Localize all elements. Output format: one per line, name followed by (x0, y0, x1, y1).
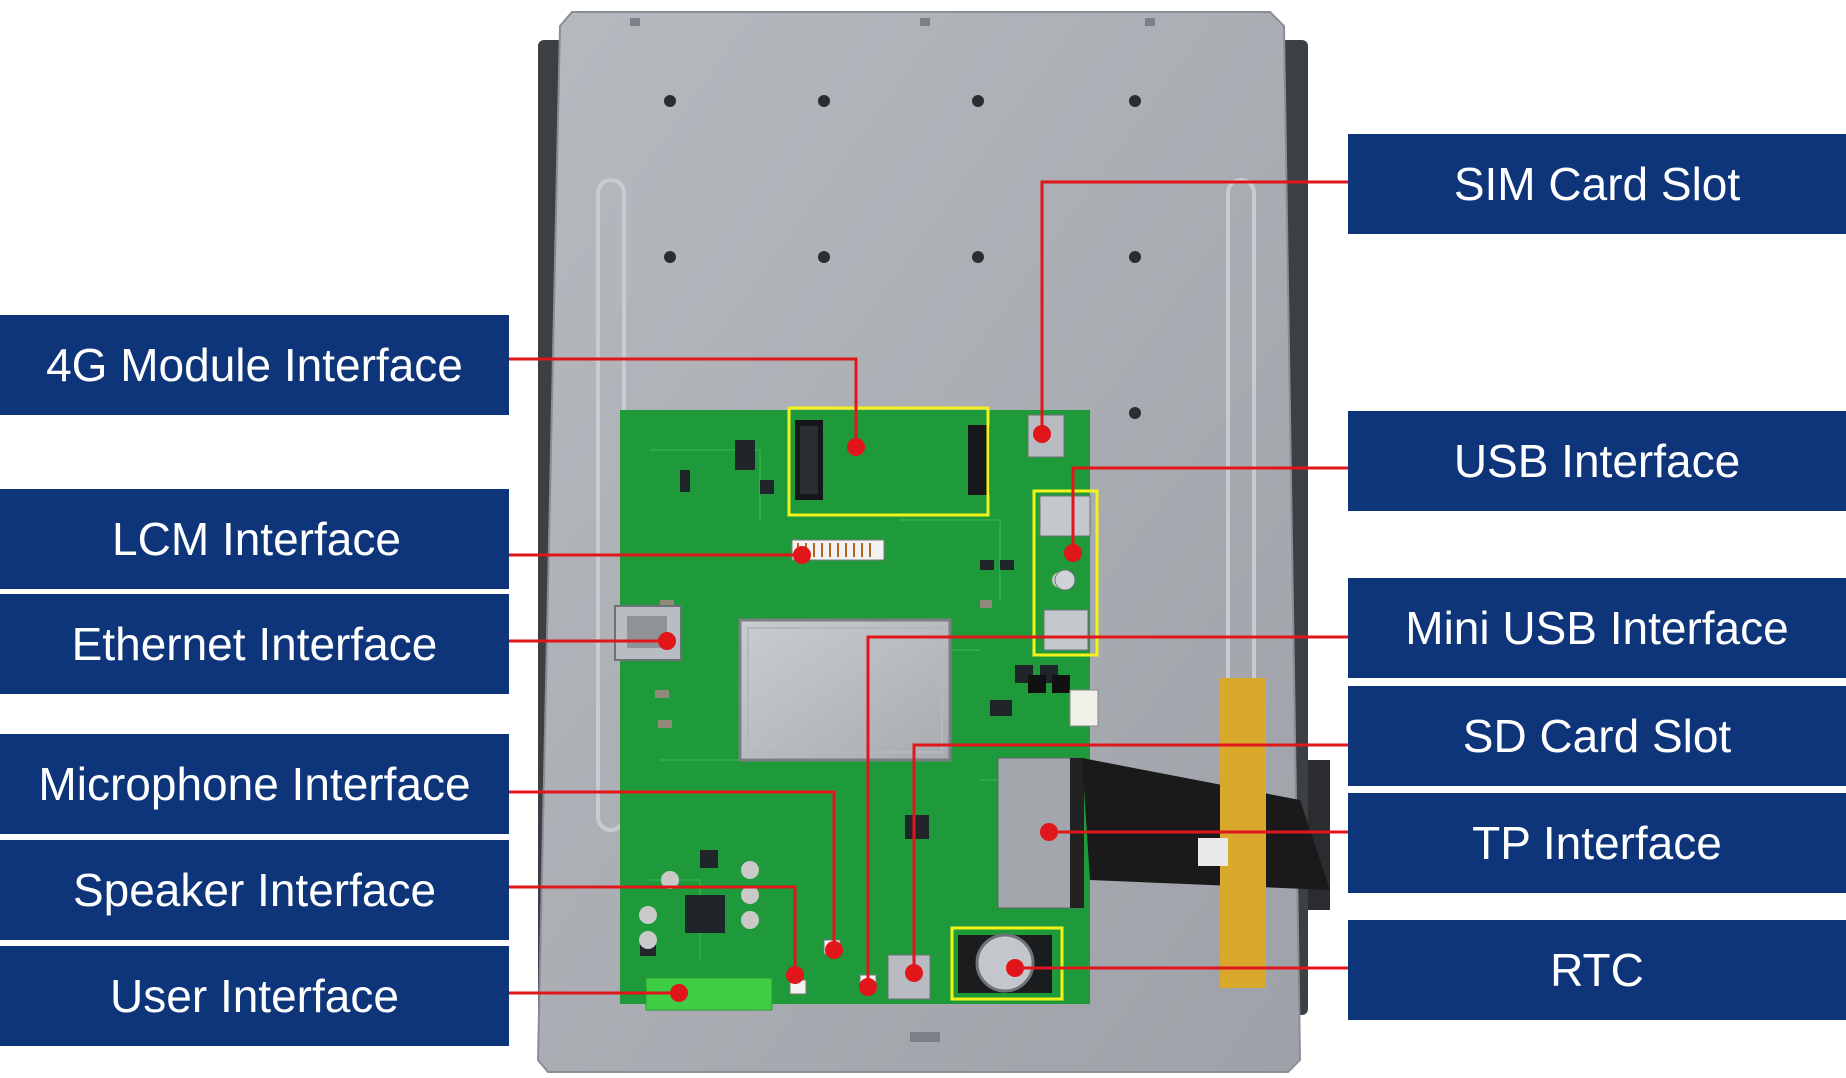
label-tp-interface: TP Interface (1348, 793, 1846, 893)
label-ethernet-interface: Ethernet Interface (0, 594, 509, 694)
label-sd-card-slot: SD Card Slot (1348, 686, 1846, 786)
usb-ports (1039, 495, 1091, 651)
callout-lines (509, 180, 1348, 995)
callout-line-sim (1040, 180, 1348, 434)
label-mini-usb-interface: Mini USB Interface (1348, 578, 1846, 678)
callout-line-usb (1071, 466, 1348, 553)
callout-dots (658, 425, 1082, 1002)
callout-line-microphone (509, 790, 836, 950)
label-speaker-interface: Speaker Interface (0, 840, 509, 940)
callout-line-speaker (509, 885, 797, 975)
label-lcm-interface: LCM Interface (0, 489, 509, 589)
label-microphone-interface: Microphone Interface (0, 734, 509, 834)
lcm-connector (791, 539, 885, 561)
callout-line-4g-module (509, 357, 858, 447)
callout-line-sd (912, 743, 1348, 973)
highlight-boxes (787, 406, 1099, 1001)
label-rtc: RTC (1348, 920, 1846, 1020)
soc-shield (738, 618, 952, 762)
label-usb-interface: USB Interface (1348, 411, 1846, 511)
label-user-interface: User Interface (0, 946, 509, 1046)
callout-line-mini-usb (866, 635, 1348, 987)
rtc-battery (958, 933, 1052, 993)
mainboard-pcb (620, 410, 1099, 1004)
4g-module-slot (795, 420, 990, 500)
ethernet-jack (614, 605, 682, 661)
label-sim-card-slot: SIM Card Slot (1348, 134, 1846, 234)
label-4g-module-interface: 4G Module Interface (0, 315, 509, 415)
